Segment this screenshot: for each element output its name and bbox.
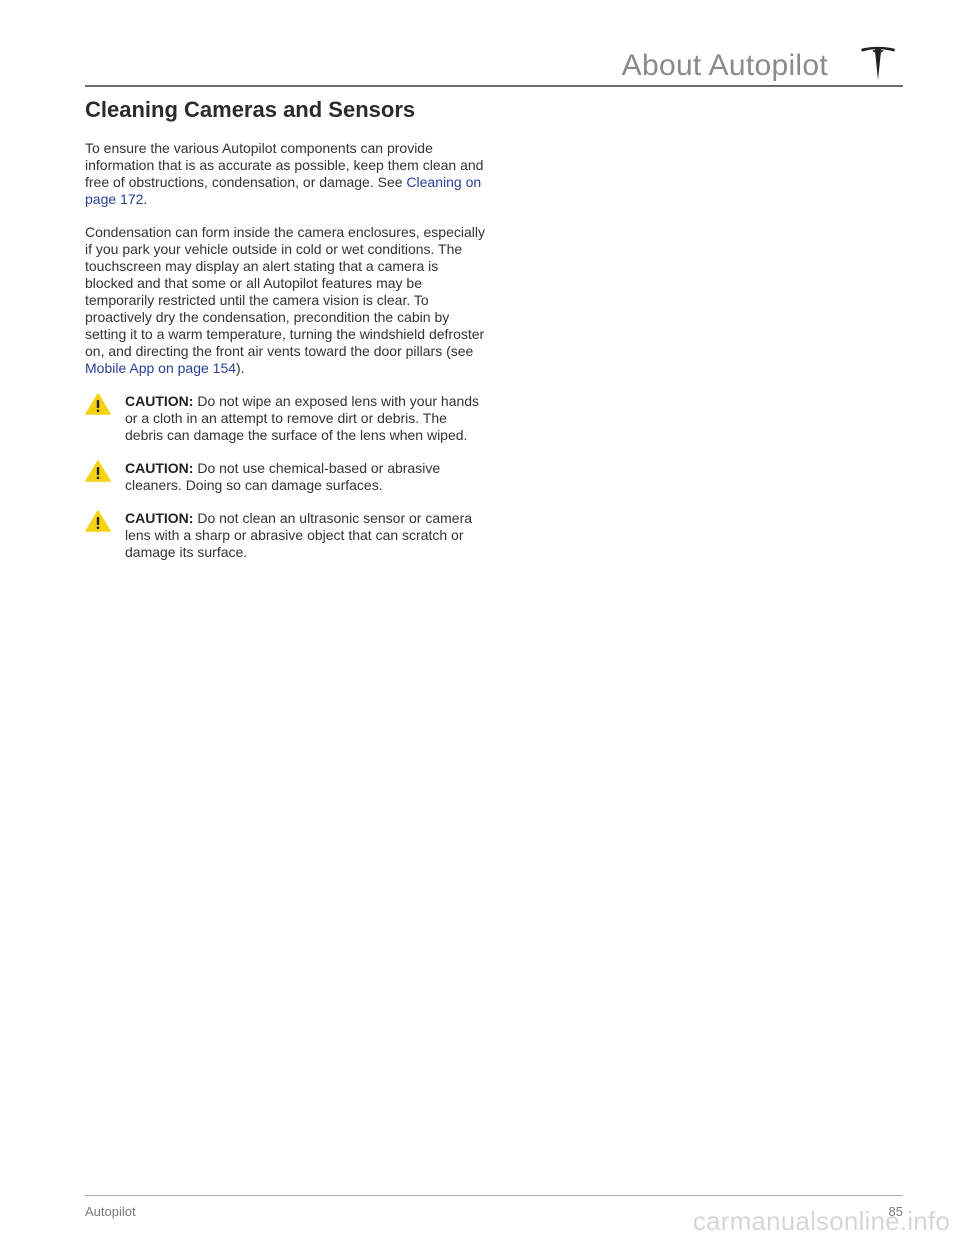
warning-triangle-icon (85, 510, 111, 532)
caution-body: Do not wipe an exposed lens with your ha… (125, 393, 480, 443)
caution-body: Do not clean an ultrasonic sensor or cam… (125, 510, 473, 560)
caution-note: CAUTION: Do not use chemical-based or ab… (85, 460, 485, 494)
paragraph-intro-end: . (143, 191, 148, 207)
cleaning-page-link[interactable]: Cleaning on page 172 (85, 174, 482, 207)
footer-section-name: Autopilot (85, 1204, 136, 1219)
page-number: 85 (888, 1204, 903, 1219)
caution-text: CAUTION: Do not wipe an exposed lens wit… (125, 393, 485, 444)
mobile-app-page-link[interactable]: Mobile App on page 154 (85, 360, 237, 376)
warning-triangle-icon (85, 460, 111, 482)
header-divider (85, 85, 903, 87)
paragraph-intro-text: To ensure the various Autopilot componen… (85, 140, 484, 190)
caution-label: CAUTION: (125, 510, 194, 526)
section-title: Cleaning Cameras and Sensors (85, 97, 416, 122)
paragraph-condensation: Condensation can form inside the camera … (85, 224, 485, 377)
watermark-text: carmanualsonline.info (692, 1206, 950, 1236)
caution-text: CAUTION: Do not clean an ultrasonic sens… (125, 510, 485, 561)
tesla-logo-icon (861, 46, 895, 80)
caution-note: CAUTION: Do not clean an ultrasonic sens… (85, 510, 485, 561)
paragraph-intro: To ensure the various Autopilot componen… (85, 140, 485, 208)
caution-label: CAUTION: (125, 460, 194, 476)
header-title: About Autopilot (621, 49, 828, 82)
paragraph-condensation-text: Condensation can form inside the camera … (85, 224, 485, 359)
footer-divider (85, 1195, 903, 1196)
content-column: To ensure the various Autopilot componen… (85, 140, 485, 577)
caution-body: Do not use chemical-based or abrasive cl… (125, 460, 441, 493)
paragraph-condensation-end: ). (236, 360, 245, 376)
caution-note: CAUTION: Do not wipe an exposed lens wit… (85, 393, 485, 444)
caution-text: CAUTION: Do not use chemical-based or ab… (125, 460, 485, 494)
caution-label: CAUTION: (125, 393, 194, 409)
warning-triangle-icon (85, 393, 111, 415)
